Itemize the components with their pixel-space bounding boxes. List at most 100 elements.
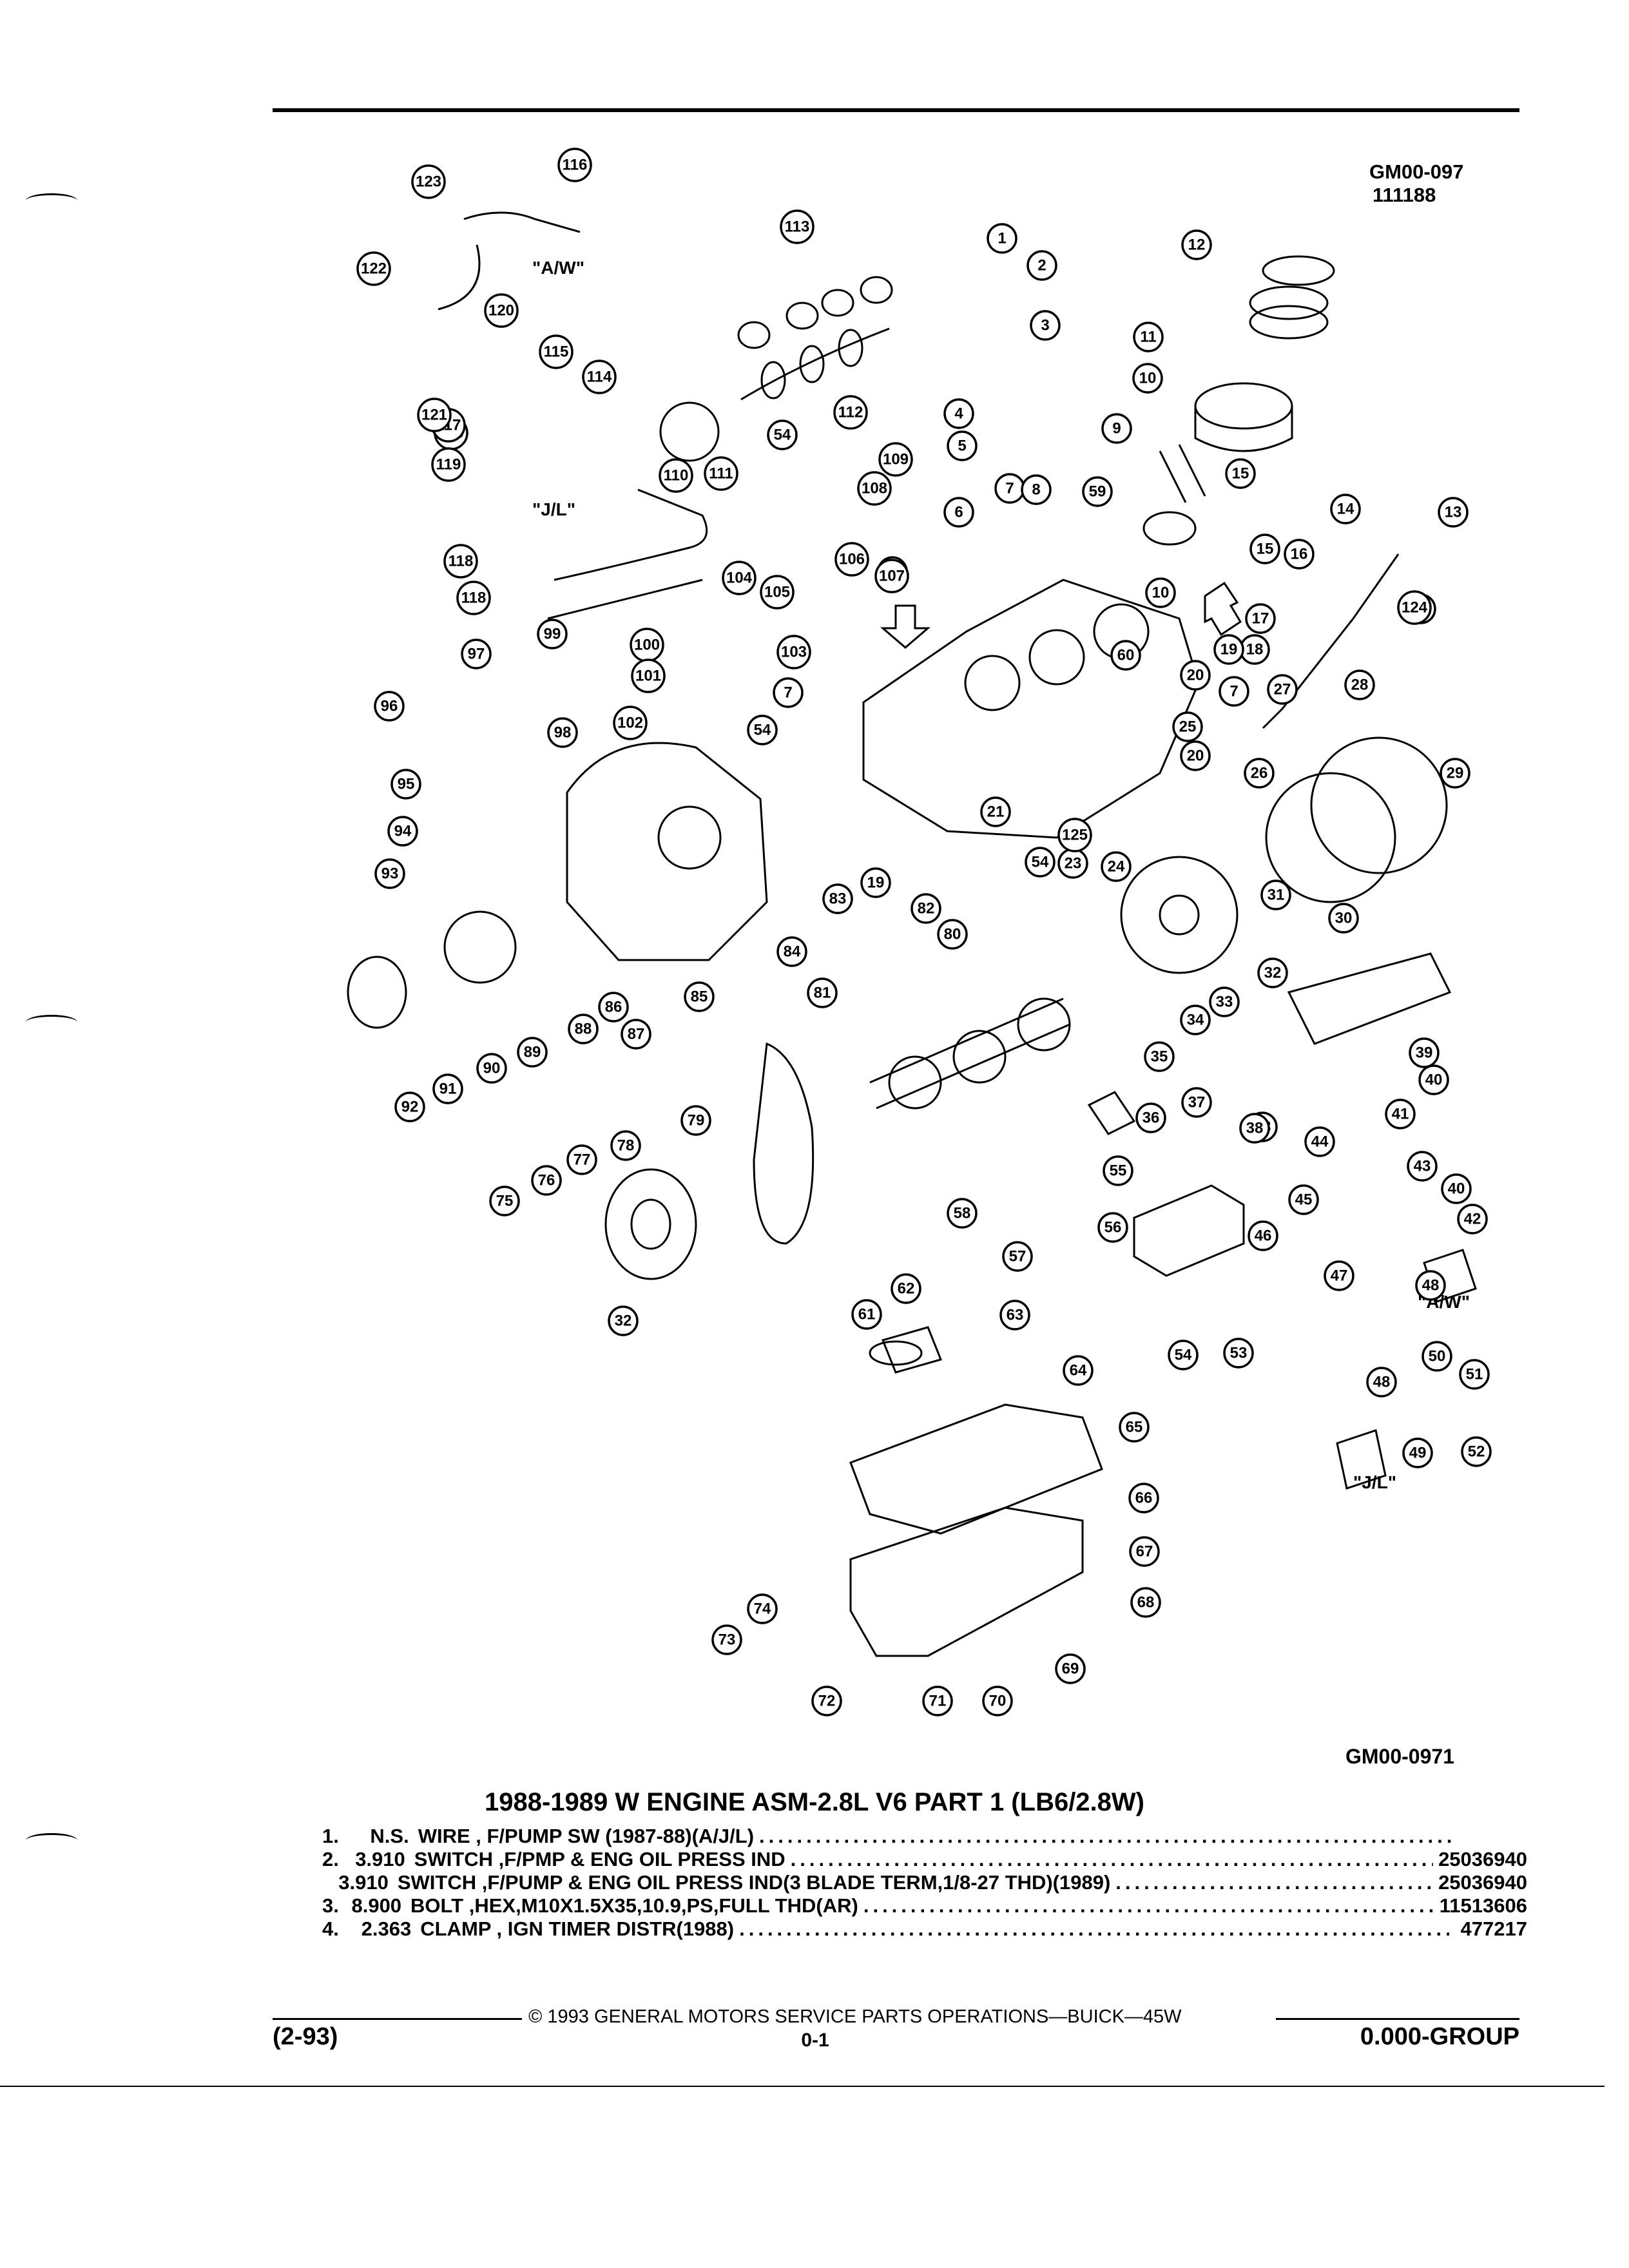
callout-number: 14 [1337, 501, 1354, 518]
callout-bubble: 54 [747, 715, 778, 745]
callout-number: 125 [1062, 827, 1088, 844]
part-number: 25036940 [1438, 1848, 1527, 1870]
callout-bubble: 32 [1257, 957, 1288, 988]
callout-number: 116 [563, 157, 588, 174]
callout-number: 7 [1229, 683, 1238, 700]
callout-number: 114 [587, 369, 612, 386]
callout-number: 21 [987, 803, 1005, 821]
callout-number: 54 [774, 427, 791, 444]
callout-bubble: 8 [1021, 474, 1052, 505]
figure-id: GM00-0971 [1345, 1745, 1454, 1768]
callout-number: 18 [1246, 641, 1264, 658]
callout-bubble: 113 [780, 209, 815, 244]
callout-number: 33 [1216, 994, 1233, 1011]
callout-bubble: 116 [557, 148, 592, 182]
callout-bubble: 55 [1103, 1155, 1133, 1186]
dot-leader: ........................................… [790, 1848, 1433, 1870]
callout-bubble: 88 [568, 1014, 599, 1044]
callout-bubble: 33 [1209, 986, 1240, 1017]
callout-bubble: 29 [1440, 758, 1470, 789]
callout-number: 15 [1232, 465, 1249, 483]
callout-bubble: 107 [874, 559, 909, 593]
callout-bubble: 26 [1244, 758, 1275, 789]
callout-bubble: 95 [390, 769, 421, 800]
callout-bubble: 115 [539, 334, 574, 369]
callout-number: 58 [954, 1205, 971, 1222]
callout-number: 71 [929, 1693, 947, 1710]
callout-number: 66 [1135, 1490, 1153, 1507]
callout-bubble: 10 [1145, 577, 1176, 608]
callout-bubble: 105 [760, 575, 795, 610]
callout-number: 19 [1220, 641, 1238, 658]
callout-number: 36 [1142, 1110, 1160, 1127]
callout-bubble: 36 [1135, 1102, 1166, 1133]
callout-number: 54 [1032, 854, 1049, 871]
callout-bubble: 124 [1397, 590, 1432, 625]
direction-arrows [880, 581, 1242, 1135]
callout-bubble: 98 [547, 717, 578, 748]
callout-number: 65 [1126, 1419, 1143, 1436]
callout-bubble: 63 [999, 1300, 1030, 1331]
callout-bubble: 40 [1418, 1064, 1449, 1095]
callout-bubble: 102 [613, 706, 648, 740]
callout-number: 42 [1464, 1211, 1481, 1228]
part-number: 25036940 [1438, 1871, 1527, 1894]
callout-bubble: 73 [711, 1624, 742, 1655]
page-number: 0-1 [801, 2030, 829, 2051]
callout-number: 64 [1070, 1362, 1087, 1379]
callout-bubble: 100 [630, 628, 664, 662]
callout-bubble: 110 [659, 458, 693, 493]
callout-bubble: 104 [722, 561, 757, 595]
callout-number: 72 [818, 1693, 836, 1710]
top-rule [273, 108, 1519, 112]
callout-number: 34 [1187, 1012, 1204, 1029]
callout-number: 7 [1005, 480, 1014, 497]
part-number: 477217 [1460, 1917, 1527, 1940]
callout-bubble: 106 [834, 542, 869, 577]
line-number: 3. [322, 1894, 339, 1917]
callout-bubble: 64 [1063, 1355, 1094, 1386]
callout-bubble: 121 [417, 398, 452, 432]
callout-bubble: 14 [1330, 494, 1361, 524]
callout-number: 91 [439, 1081, 457, 1098]
callout-bubble: 25 [1172, 711, 1203, 742]
callout-bubble: 80 [937, 919, 968, 950]
callout-number: 8 [1032, 481, 1040, 499]
callout-number: 15 [1257, 541, 1274, 558]
callout-bubble: 69 [1055, 1653, 1086, 1684]
callout-bubble: 111 [704, 456, 738, 491]
callout-bubble: 91 [432, 1073, 463, 1104]
callout-bubble: 83 [822, 883, 853, 914]
callout-number: 53 [1230, 1345, 1248, 1362]
callout-bubble: 10 [1132, 363, 1163, 394]
callout-bubble: 27 [1267, 674, 1298, 705]
callout-bubble: 77 [566, 1144, 597, 1175]
part-description: WIRE , F/PUMP SW (1987-88)(A/J/L) [418, 1825, 755, 1847]
callout-number: 35 [1151, 1048, 1168, 1066]
callout-number: 41 [1392, 1106, 1409, 1123]
callout-bubble: 7 [773, 677, 804, 708]
callout-number: 122 [361, 260, 387, 278]
callout-bubble: 24 [1101, 851, 1132, 882]
callout-number: 107 [879, 568, 905, 585]
variant-label-jl: "J/L" [532, 499, 575, 519]
callout-number: 97 [468, 646, 485, 663]
callout-number: 4 [954, 405, 963, 423]
callout-number: 121 [421, 407, 447, 424]
callout-bubble: 119 [431, 447, 466, 482]
callout-number: 99 [544, 626, 561, 643]
callout-number: 6 [954, 504, 963, 521]
copyright-notice: © 1993 GENERAL MOTORS SERVICE PARTS OPER… [528, 2006, 1182, 2027]
callout-number: 96 [381, 698, 398, 715]
parts-row: 1.N.S.WIRE , F/PUMP SW (1987-88)(A/J/L).… [322, 1825, 1527, 1848]
callout-bubble: 12 [1181, 229, 1212, 260]
callout-bubble: 97 [461, 639, 492, 669]
binding-mark [26, 1015, 77, 1030]
callout-bubble: 118 [456, 581, 491, 615]
parts-list: 1.N.S.WIRE , F/PUMP SW (1987-88)(A/J/L).… [322, 1825, 1527, 1941]
callout-number: 45 [1295, 1191, 1313, 1209]
callout-bubble: 67 [1129, 1536, 1160, 1567]
callout-number: 37 [1188, 1094, 1206, 1111]
callout-number: 98 [554, 724, 572, 742]
